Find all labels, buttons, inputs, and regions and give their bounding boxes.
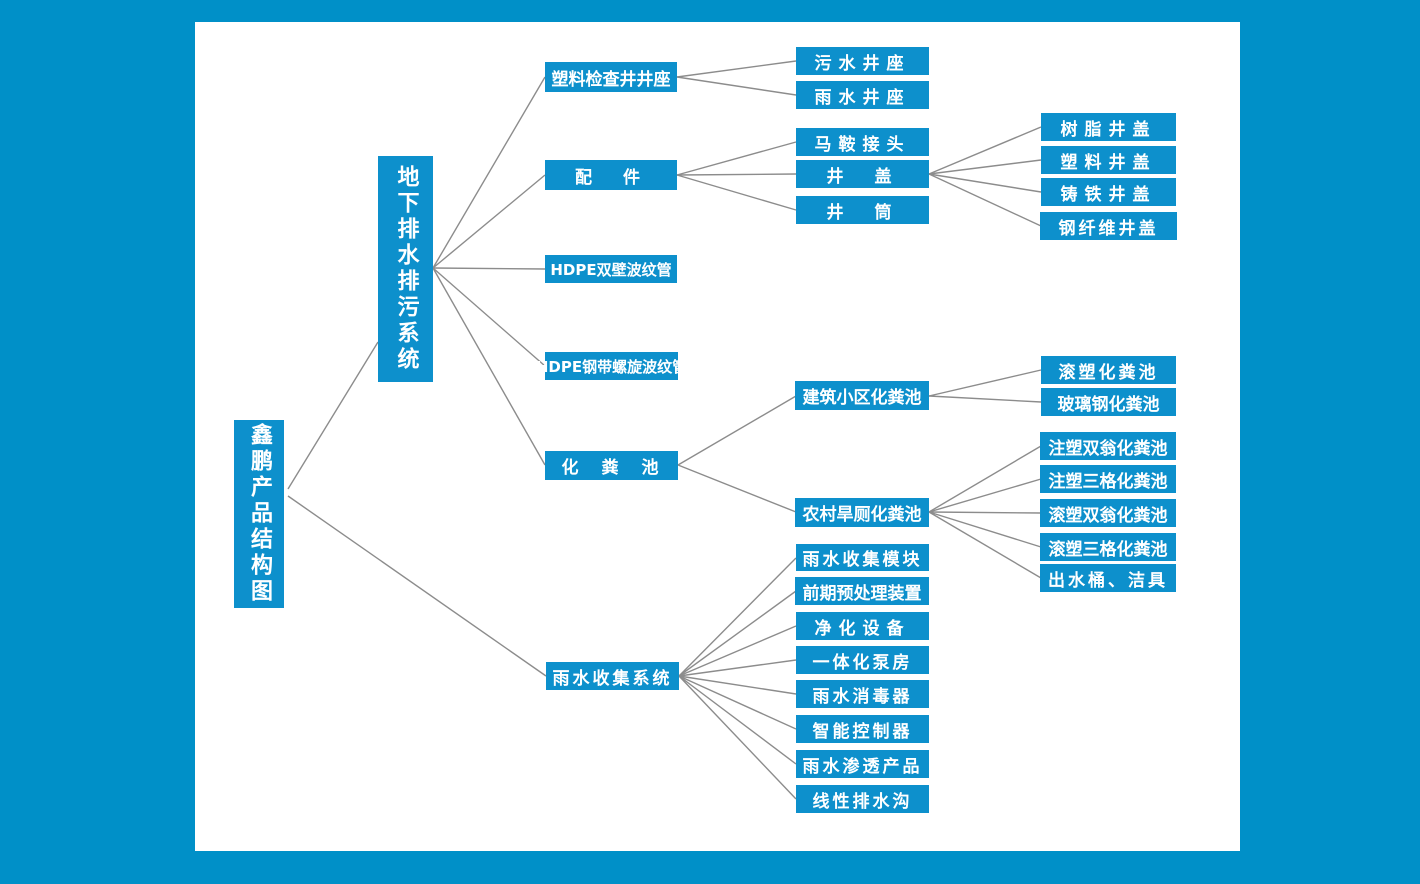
node-sewage-well-base: 污水井座 <box>796 47 929 75</box>
connector-line <box>678 659 797 677</box>
connector-line <box>678 675 797 765</box>
node-well-shaft: 井 筒 <box>796 196 929 224</box>
connector-line <box>432 76 546 269</box>
node-steel-fiber-manhole-cover: 钢纤维井盖 <box>1040 212 1177 240</box>
node-saddle-joint: 马鞍接头 <box>796 128 929 156</box>
node-linear-drainage-ditch: 线性排水沟 <box>796 785 929 813</box>
connector-line <box>928 445 1042 513</box>
connector-line <box>678 675 797 730</box>
connector-line <box>678 590 797 677</box>
connector-line <box>678 675 797 800</box>
connector-line <box>678 557 797 677</box>
connector-line <box>676 174 797 211</box>
node-frp-septic-tank: 玻璃钢化粪池 <box>1041 388 1176 416</box>
connector-line <box>287 341 379 490</box>
connector-line <box>928 478 1042 513</box>
connector-line <box>432 267 546 466</box>
node-septic-tank: 化 粪 池 <box>545 451 678 480</box>
node-fittings: 配 件 <box>545 160 677 190</box>
node-roto-three-grid-septic-tank: 滚塑三格化粪池 <box>1040 533 1176 561</box>
connector-line <box>928 511 1042 579</box>
node-manhole-cover: 井 盖 <box>796 160 929 188</box>
node-integrated-pump-house: 一体化泵房 <box>796 646 929 674</box>
node-roto-molded-septic-tank: 滚塑化粪池 <box>1041 356 1176 384</box>
node-hdpe-steel-belt-spiral-pipe: HDPE钢带螺旋波纹管 <box>536 352 687 380</box>
node-purification-equipment: 净化设备 <box>796 612 929 640</box>
connector-line <box>928 511 1042 514</box>
connector-line <box>928 369 1042 397</box>
node-smart-controller: 智能控制器 <box>796 715 929 743</box>
connector-line <box>928 173 1042 227</box>
connector-line <box>677 464 797 513</box>
connector-line <box>676 76 797 96</box>
connector-line <box>928 511 1042 548</box>
connector-line <box>928 173 1042 193</box>
connector-line <box>676 141 797 176</box>
node-root-product-structure: 鑫鹏产品结构图 <box>234 420 284 608</box>
connector-line <box>676 173 797 176</box>
node-cast-iron-manhole-cover: 铸铁井盖 <box>1041 178 1176 206</box>
connector-line <box>432 267 546 367</box>
node-roto-double-urn-septic-tank: 滚塑双翁化粪池 <box>1040 499 1176 527</box>
node-rainwater-infiltration-products: 雨水渗透产品 <box>796 750 929 778</box>
node-injection-double-urn-septic-tank: 注塑双翁化粪池 <box>1040 432 1176 460</box>
connector-line <box>928 126 1042 175</box>
node-resin-manhole-cover: 树脂井盖 <box>1041 113 1176 141</box>
node-hdpe-double-wall-corrugated-pipe: HDPE双壁波纹管 <box>545 255 677 283</box>
node-residential-district-septic-tank: 建筑小区化粪池 <box>795 381 929 410</box>
node-injection-three-grid-septic-tank: 注塑三格化粪池 <box>1040 465 1176 493</box>
node-rural-dry-toilet-septic-tank: 农村旱厕化粪池 <box>795 498 929 527</box>
node-rainwater-collection-system: 雨水收集系统 <box>546 662 679 690</box>
connector-line <box>678 625 797 677</box>
connector-line <box>928 395 1042 403</box>
connector-line <box>287 495 547 677</box>
node-rain-well-base: 雨水井座 <box>796 81 929 109</box>
connector-line <box>432 267 546 270</box>
node-rainwater-sterilizer: 雨水消毒器 <box>796 680 929 708</box>
connector-line <box>678 675 797 695</box>
connector-line <box>677 395 797 466</box>
node-plastic-manhole-cover: 塑料井盖 <box>1041 146 1176 174</box>
connector-line <box>432 174 546 269</box>
connector-line <box>928 159 1042 175</box>
connector-line <box>676 60 797 78</box>
node-underground-drainage-system: 地下排水排污系统 <box>378 156 433 382</box>
node-rainwater-collection-module: 雨水收集模块 <box>796 544 929 571</box>
node-pretreatment-device: 前期预处理装置 <box>795 577 929 605</box>
node-water-bucket-sanitary-ware: 出水桶、洁具 <box>1040 564 1176 592</box>
node-plastic-inspection-well-base: 塑料检查井井座 <box>545 62 677 92</box>
